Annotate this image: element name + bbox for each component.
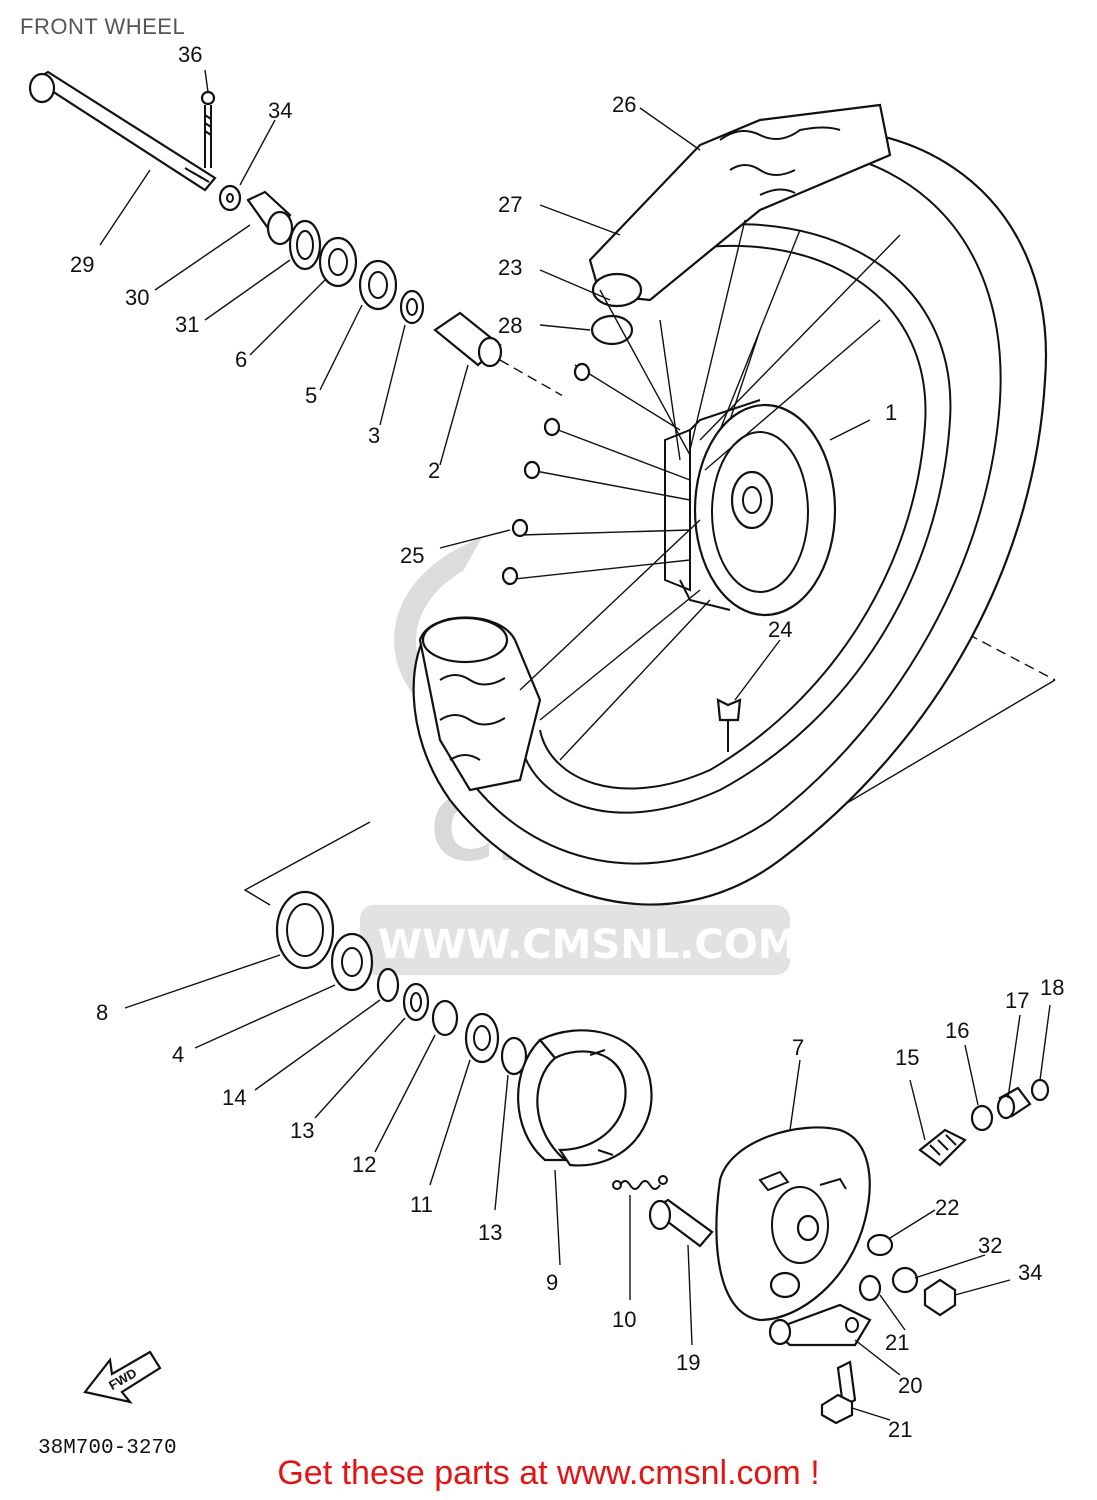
diagram-code: 38M700-3270 [38,1437,177,1460]
gear-15 [918,1128,967,1167]
brake-shoe-9 [517,1029,653,1167]
callout-13: 13 [290,1118,314,1143]
callout-19: 19 [676,1350,700,1375]
watermark-url: WWW.CMSNL.COM [378,922,798,968]
callout-20: 20 [898,1373,922,1398]
brake-plate-7 [715,1126,871,1322]
callout-24: 23 [498,255,522,280]
spring-10 [612,1175,668,1190]
cam-19 [648,1198,714,1248]
spacer-2 [433,311,503,368]
callout-34: 34 [268,98,292,123]
callout-32: 31 [175,312,199,337]
callout-14: 14 [222,1085,246,1110]
callout-31: 30 [125,285,149,310]
bearing-5 [358,259,398,311]
washer-34 [218,184,242,212]
callout-3: 3 [368,423,380,448]
callout-23: 22 [935,1195,959,1220]
callout-13b: 13 [478,1220,502,1245]
seal-22 [858,1274,882,1302]
callout-16: 16 [945,1018,969,1043]
callout-5: 5 [305,383,317,408]
bearing-4 [330,932,374,992]
washer-16 [970,1104,994,1132]
callout-28: 27 [498,192,522,217]
callout-7: 7 [792,1035,804,1060]
callout-8: 8 [96,1000,108,1025]
bushing-17 [996,1086,1032,1120]
diagram-title: FRONT WHEEL [20,14,186,39]
seal-18 [1030,1078,1050,1102]
callout-30: 29 [70,252,94,277]
callout-6: 6 [235,347,247,372]
callout-35: 34 [1018,1260,1042,1285]
bearing-6 [318,236,358,288]
callout-27: 26 [612,92,636,117]
oil-seal-8 [275,890,335,970]
axle [28,70,217,192]
callout-4: 4 [172,1042,184,1067]
cam-lever-20 [768,1303,872,1347]
callout-1: 1 [885,400,897,425]
callout-36: 36 [178,42,202,67]
washer-13b [500,1036,528,1076]
lock-washer-12 [431,999,459,1037]
footer-link-text[interactable]: Get these parts at www.cmsnl.com ! [277,1454,820,1492]
callout-21: 21 [888,1417,912,1442]
callout-9: 9 [546,1270,558,1295]
gear-11 [464,1012,500,1064]
callout-17: 17 [1005,988,1029,1013]
callout-11: 11 [410,1192,433,1217]
callout-12: 12 [352,1152,376,1177]
nut-35 [923,1278,957,1317]
front-wheel [412,103,1048,906]
oil-seal-32 [288,219,322,271]
washer-33 [891,1266,919,1294]
seal-3 [399,289,425,325]
leader-lines [99,69,1051,1421]
ring-14 [376,967,400,1003]
callout-22: 21 [885,1330,909,1355]
bolt-21 [820,1360,857,1425]
fwd-arrow-icon: FWD [83,1350,162,1404]
callout-29: 28 [498,313,522,338]
cap-23 [866,1233,894,1257]
callout-10: 10 [612,1307,636,1332]
callout-15: 15 [895,1045,919,1070]
cotter-pin [200,90,216,168]
callout-26: 25 [400,543,424,568]
valve-25 [716,698,742,752]
collar-31 [246,190,294,246]
callouts: 36 34 29 30 31 6 5 3 2 1 26 27 23 28 25 … [70,42,1064,1442]
callout-2: 2 [428,458,440,483]
callout-18: 18 [1040,975,1064,1000]
callout-33: 32 [978,1233,1002,1258]
washer-13 [402,982,430,1022]
callout-25: 24 [768,617,792,642]
